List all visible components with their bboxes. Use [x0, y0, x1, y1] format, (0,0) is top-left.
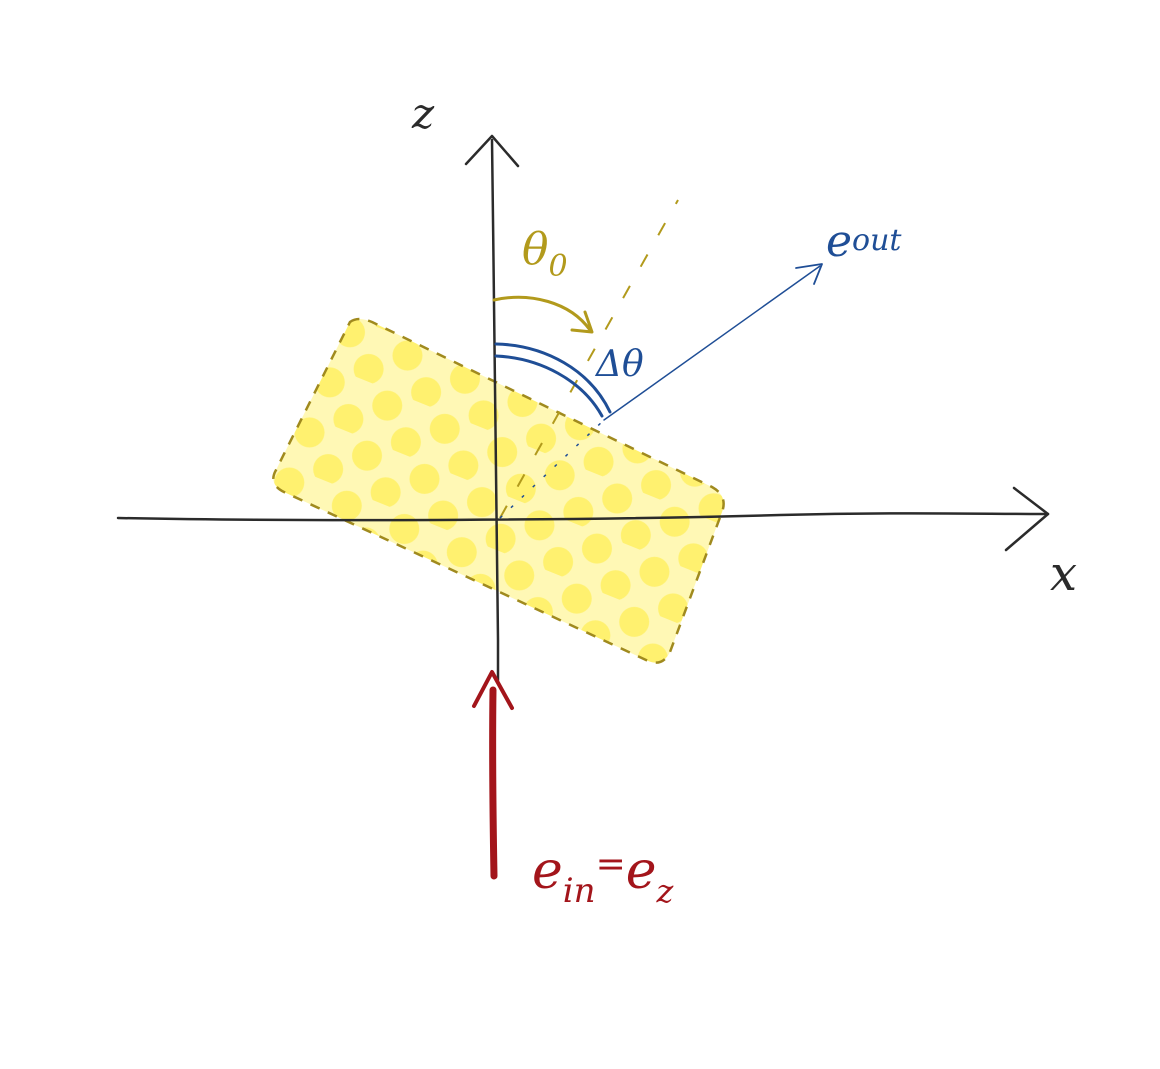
delta-theta-arc [494, 342, 612, 418]
crystal-slab-dots [273, 319, 724, 663]
delta-theta-arc-inner [494, 354, 604, 418]
x-axis-label: x [1050, 546, 1077, 602]
e-out-subscript: out [852, 223, 902, 258]
theta0-reference-line [499, 199, 679, 519]
theta0-subscript: 0 [549, 249, 568, 284]
e-in-equation: ein=ez [532, 841, 675, 911]
x-axis [116, 486, 1050, 552]
theta0-arc [492, 295, 594, 334]
x-axis-line [116, 512, 1050, 522]
z-axis [464, 134, 520, 682]
z-axis-arrowhead [464, 134, 520, 168]
z-axis-label: z [411, 89, 435, 138]
delta-theta-label: Δθ [594, 344, 644, 385]
theta0-arc-arrowhead [570, 310, 594, 334]
crystal-slab [272, 317, 725, 664]
e-in-subscript: in [563, 871, 596, 911]
e-out-arrowhead [795, 263, 823, 285]
e-in-arrowhead [472, 670, 514, 710]
e-z-main: e [626, 841, 657, 901]
e-out-vector [499, 263, 823, 519]
theta0-symbol: θ [522, 224, 549, 275]
theta0-label: θ0 [522, 224, 568, 284]
theta0-arc-line [492, 295, 592, 332]
equals-sign: = [596, 844, 626, 885]
e-out-line [603, 265, 821, 421]
e-out-label: eout [826, 216, 902, 267]
x-axis-arrowhead [1004, 486, 1050, 552]
e-z-subscript: z [656, 872, 675, 910]
e-in-vector [472, 670, 514, 880]
e-out-main: e [826, 216, 852, 267]
delta-theta-arc-outer [494, 342, 612, 414]
e-in-main: e [532, 841, 563, 901]
z-axis-line [490, 138, 500, 682]
e-in-shaft [489, 686, 498, 880]
